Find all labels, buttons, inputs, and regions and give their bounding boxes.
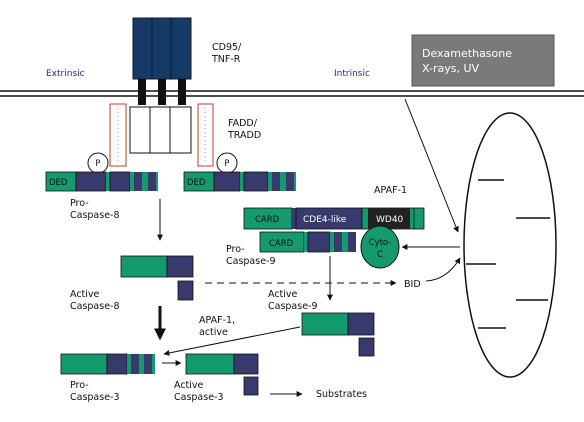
intrinsic-label: Intrinsic (334, 69, 370, 79)
cytochrome-c: Cyto- C (360, 225, 400, 269)
procaspase8-left (45, 171, 158, 192)
apaf1-wd40-label: WD40 (376, 215, 404, 225)
procaspase3 (60, 353, 155, 375)
ded-left-label: DED (49, 178, 68, 188)
stimulus-box: Dexamethasone X-rays, UV (411, 34, 555, 87)
phosphate-right: P (216, 152, 238, 174)
active-caspase3 (185, 353, 259, 396)
procaspase9 (259, 231, 356, 253)
substrates-label: Substrates (316, 389, 367, 400)
active-caspase9 (301, 312, 375, 357)
apaf1-title: APAF-1 (374, 185, 407, 196)
adaptor-label-line2: TRADD (227, 130, 261, 141)
procaspase3-line1: Pro- (70, 380, 89, 391)
active-caspase9-line1: Active (268, 289, 298, 300)
plasma-membrane (0, 90, 584, 97)
procaspase9-label-line2: Caspase-9 (226, 256, 276, 267)
procaspase9-label-line1: Pro- (226, 244, 245, 255)
apaf1-card-label: CARD (255, 215, 280, 225)
procaspase3-line2: Caspase-3 (70, 392, 120, 403)
extrinsic-label: Extrinsic (46, 69, 85, 79)
procaspase9-card-label: CARD (269, 239, 294, 249)
apaf1-protein (243, 207, 425, 230)
phosphate-left: P (87, 152, 109, 174)
stimulus-line1: Dexamethasone (422, 47, 512, 60)
active-caspase3-line1: Active (174, 380, 204, 391)
active-caspase9-line2: Caspase-9 (268, 301, 318, 312)
active-caspase8-line2: Caspase-8 (70, 301, 120, 312)
mitochondrion (463, 112, 557, 378)
phosphate-right-label: P (224, 159, 229, 169)
receptor-label-line1: CD95/ (212, 42, 242, 53)
arrow-casp9-to-procasp3 (163, 326, 301, 356)
apaf1-cde4-label: CDE4-like (303, 215, 347, 225)
ded-right-label: DED (187, 178, 206, 188)
cytoc-line1: Cyto- (369, 238, 392, 248)
death-receptor (132, 17, 192, 105)
bid-label: BID (404, 279, 421, 290)
receptor-label-line2: TNF-R (211, 54, 241, 65)
active-caspase8-line1: Active (70, 289, 100, 300)
adaptor-label-line1: FADD/ (228, 118, 258, 129)
apaf1-active-line1: APAF-1, (199, 315, 235, 326)
arrow-bid-to-mitochondrion (425, 257, 461, 282)
stimulus-line2: X-rays, UV (422, 62, 480, 75)
fadd-tradd-adaptor (109, 103, 214, 167)
apaf1-active-line2: active (199, 327, 228, 338)
procaspase8-label-line1: Pro- (70, 198, 89, 209)
procaspase8-right (183, 171, 296, 192)
cytoc-line2: C (377, 250, 383, 260)
arrow-stimulus-to-mitochondrion (404, 98, 459, 233)
procaspase8-label-line2: Caspase-8 (70, 210, 120, 221)
active-caspase8 (120, 255, 194, 301)
phosphate-left-label: P (95, 159, 100, 169)
active-caspase3-line2: Caspase-3 (174, 392, 224, 403)
